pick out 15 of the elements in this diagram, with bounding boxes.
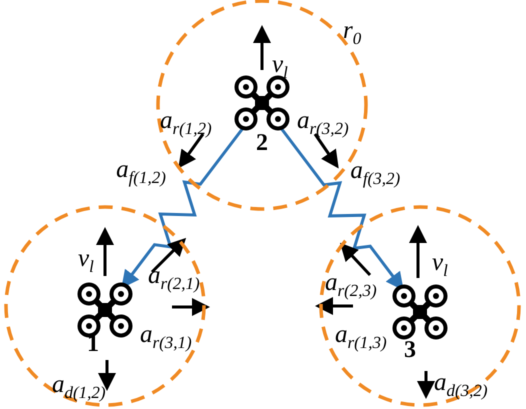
force-label: a$_{d(3,2)}$ <box>434 370 488 399</box>
drone-number: 2 <box>255 131 269 155</box>
force-label: a$_{r(3,1)}$ <box>140 322 192 351</box>
force-label: a$_{r(3,2)}$ <box>297 108 349 137</box>
velocity-label: v$_{l}$ <box>272 52 288 81</box>
edge-label: a$_{f(3,2)}$ <box>350 158 400 188</box>
edge-label: a$_{f(1,2)}$ <box>116 157 166 186</box>
force-label: a$_{r(1,2)}$ <box>160 108 212 137</box>
radius-label: r$_{0}$ <box>343 18 362 47</box>
force-label: a$_{r(1,3)}$ <box>335 322 387 351</box>
force-label: a$_{r(2,3)}$ <box>325 270 377 299</box>
force-label: a$_{d(1,2)}$ <box>52 372 106 401</box>
velocity-label: v$_{l}$ <box>78 246 94 275</box>
velocity-label: v$_{l}$ <box>432 250 448 279</box>
force-label: a$_{r(2,1)}$ <box>148 263 200 292</box>
